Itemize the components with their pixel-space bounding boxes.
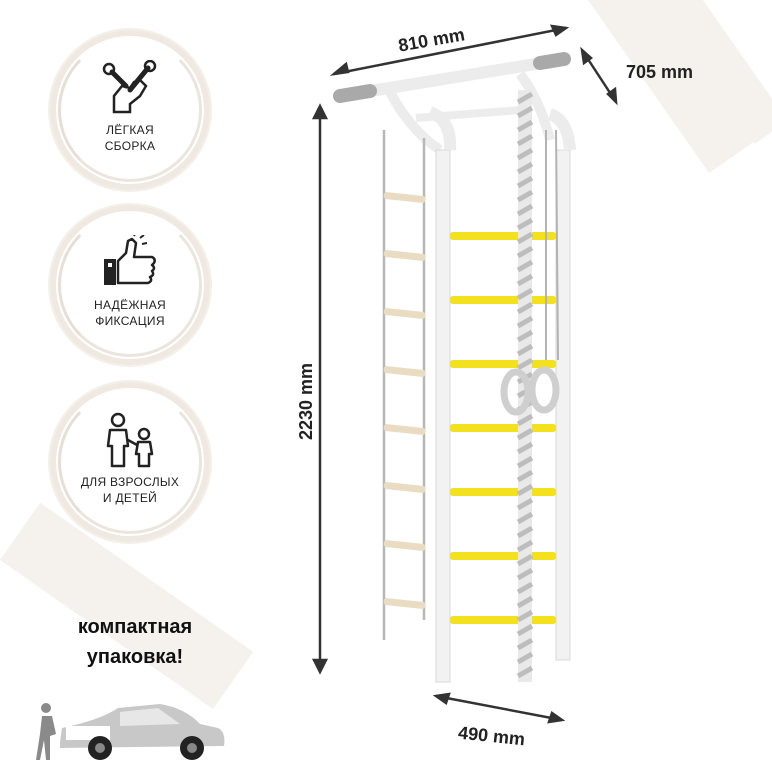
wooden-rungs [383,192,426,609]
person-icon [36,703,56,760]
wrench-hand-icon [102,60,157,114]
wooden-rung [383,540,426,551]
depth-label: 705 mm [626,62,694,82]
thumbs-up-icon [104,235,156,285]
badge-label: ДЛЯ ВЗРОСЛЫХ И ДЕТЕЙ [80,475,180,505]
wooden-rung [383,424,426,435]
yellow-rung [450,424,556,432]
badge-label: НАДЁЖНАЯ ФИКСАЦИЯ [93,298,167,328]
wooden-rung [383,366,426,377]
yellow-rungs [450,232,556,624]
gymnastic-rings [500,129,560,416]
car-icon [60,704,225,760]
badge-ring [58,213,202,357]
width-bottom-dimension-arrow [432,692,566,724]
wooden-rung [383,308,426,319]
feature-badge-easy-assembly: ЛЁГКАЯ СБОРКА [50,30,210,190]
feature-badge-reliable-fixation: НАДЁЖНАЯ ФИКСАЦИЯ [50,205,210,365]
height-label: 2230 mm [296,362,316,440]
width-top-dimension-arrow [329,24,570,76]
yellow-rung [450,488,556,496]
badge-ring [58,38,202,182]
rope-ladder [382,130,426,640]
wall-bars-illustration [311,24,618,724]
frame-uprights [427,106,576,683]
yellow-rung [450,552,556,560]
car-loading-illustration [36,703,225,760]
yellow-rung [450,616,556,624]
yellow-rung [450,360,556,368]
badge-label: ЛЁГКАЯ СБОРКА [104,123,156,153]
depth-dimension-arrow [580,46,618,106]
wooden-rung [383,192,426,203]
wooden-rung [383,250,426,261]
height-dimension-arrow [311,103,329,675]
yellow-rung [450,232,556,240]
feature-badge-adults-kids: ДЛЯ ВЗРОСЛЫХ И ДЕТЕЙ [50,382,210,542]
badge-ring [58,390,202,534]
wooden-rung [383,482,426,493]
compact-packaging-text: компактная упаковка! [77,616,193,668]
adult-child-icon [106,412,154,468]
yellow-rung [450,296,556,304]
wooden-rung [383,598,426,609]
